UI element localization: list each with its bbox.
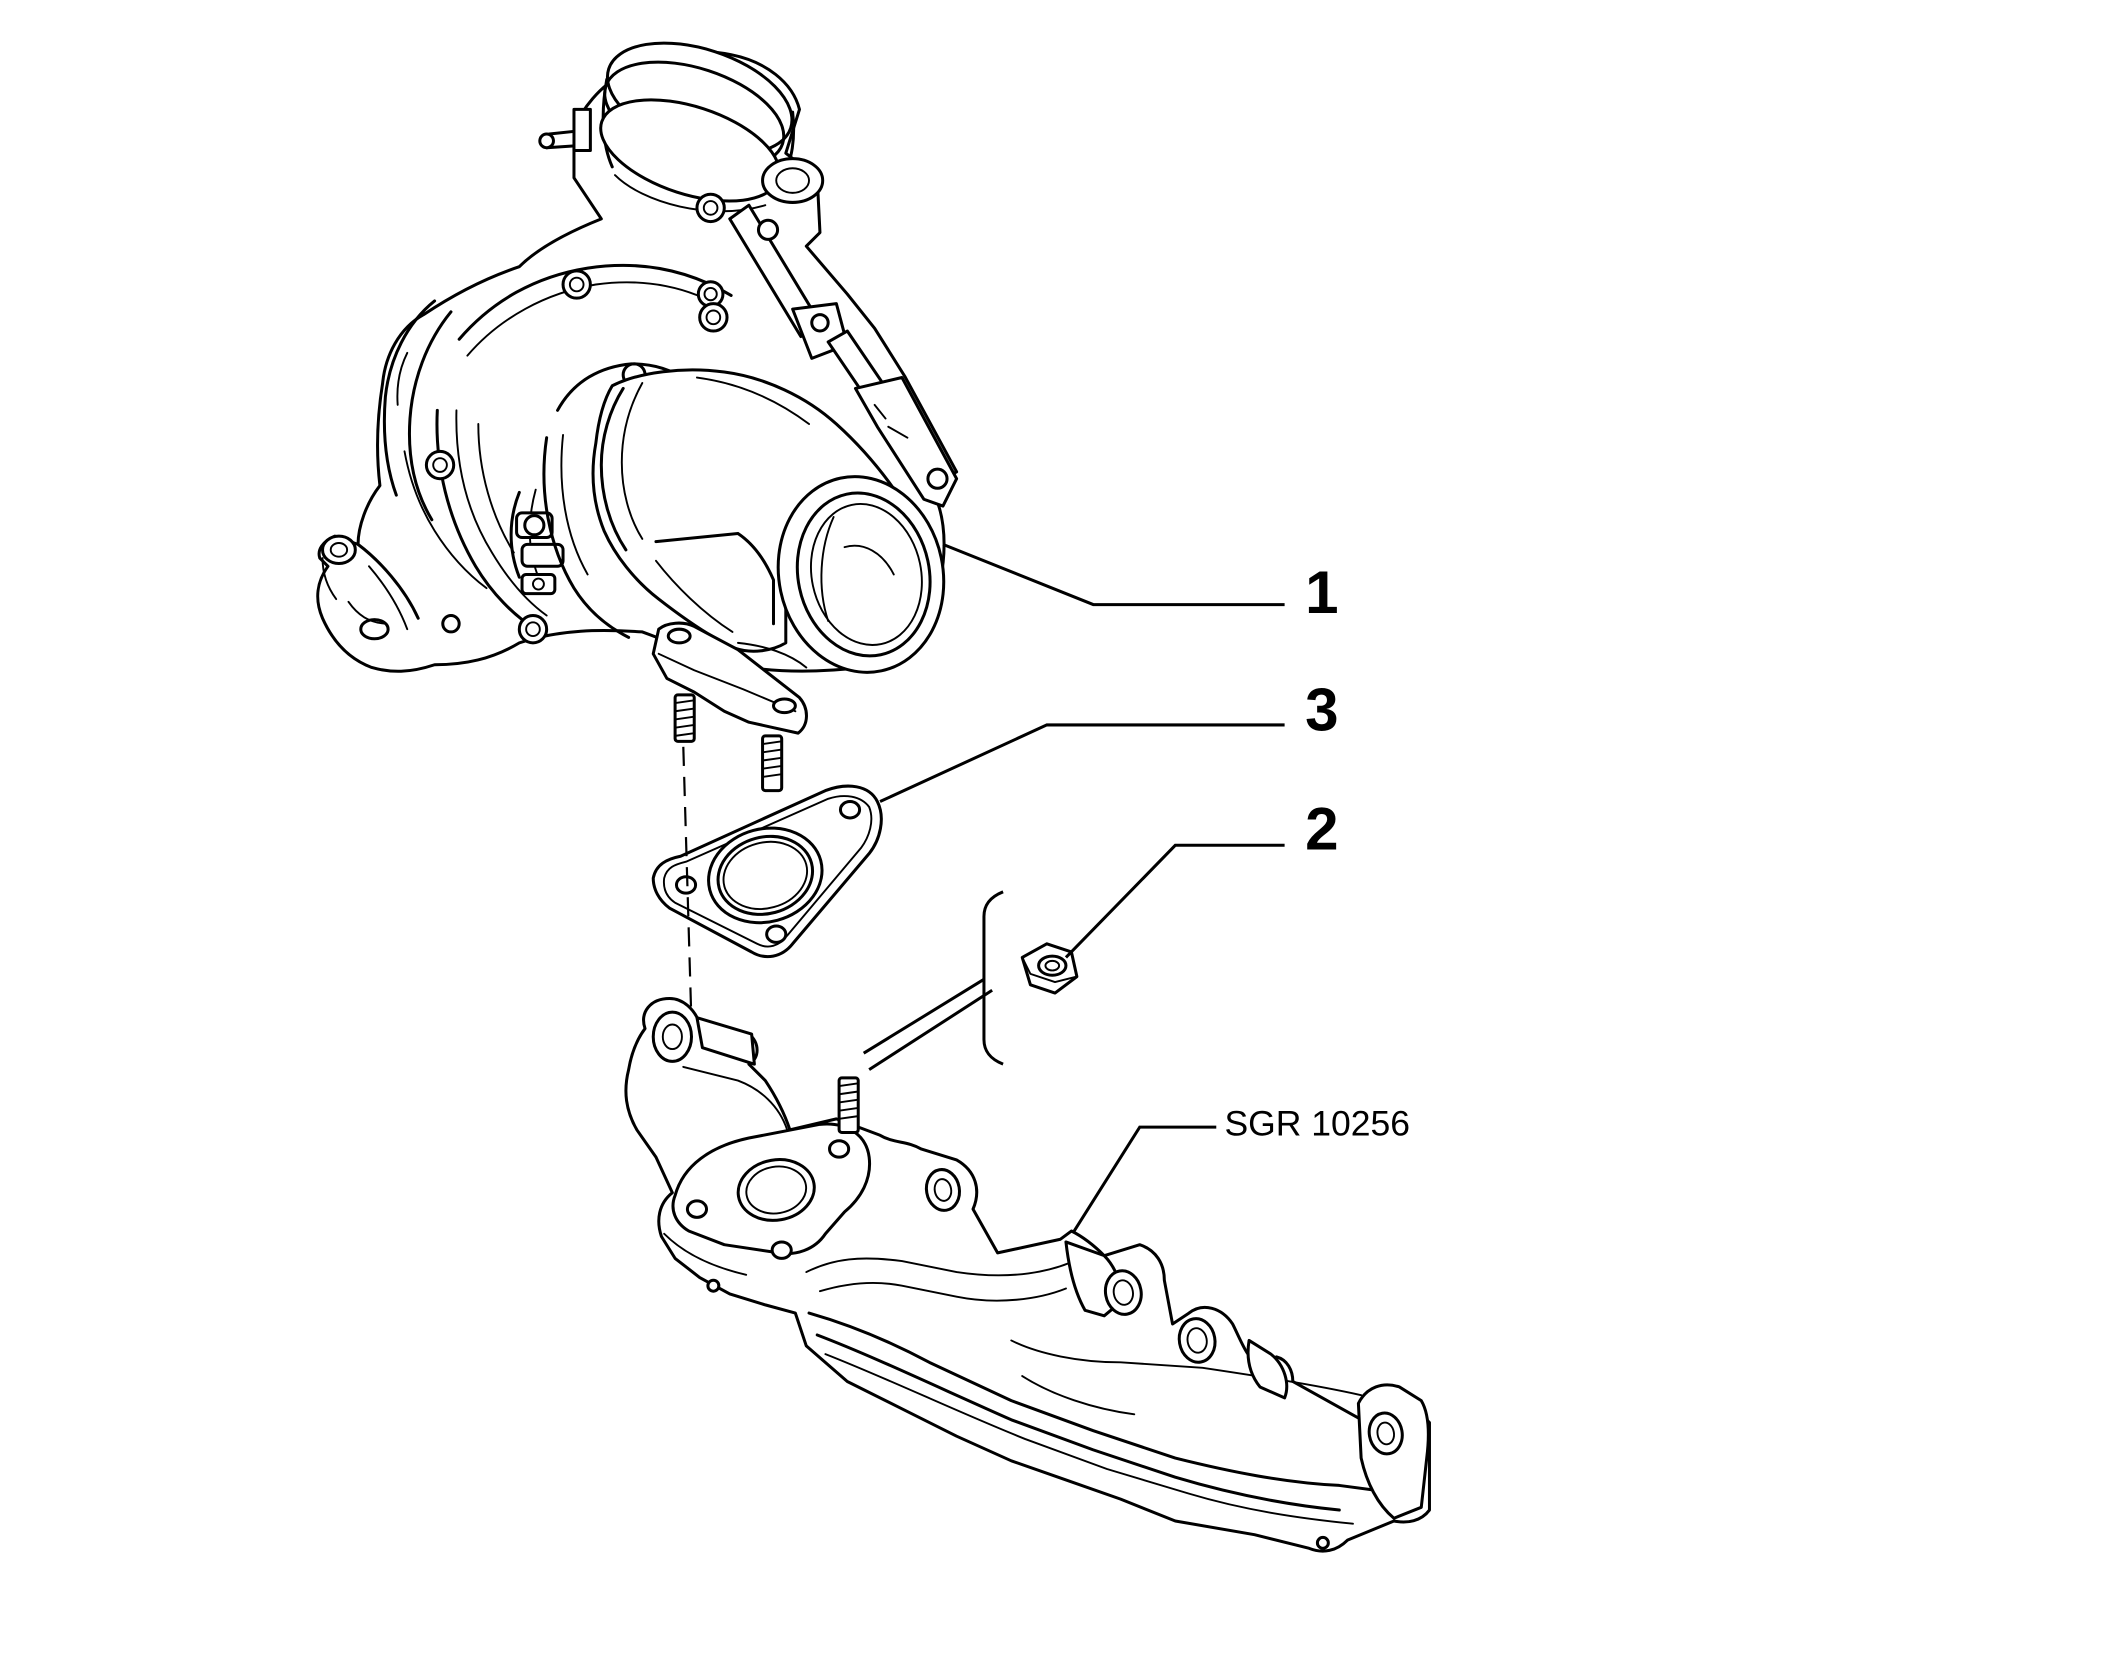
leader-lines <box>879 542 1285 1232</box>
reference-code: SGR 10256 <box>1224 1103 1410 1143</box>
turbine-studs <box>673 693 784 793</box>
turbocharger <box>316 41 959 793</box>
callout-2: 2 <box>1305 795 1338 862</box>
fastener-bracket <box>862 890 1004 1071</box>
exhaust-manifold <box>624 996 1431 1553</box>
callout-1: 1 <box>1305 559 1338 626</box>
turbine-flange <box>651 621 808 735</box>
callout-3: 3 <box>1305 676 1338 743</box>
housing-bolts <box>424 269 729 645</box>
v-band-clamp <box>509 488 565 596</box>
flange-nut <box>1020 942 1079 995</box>
alignment-line <box>682 746 699 1210</box>
turbo-flange-gasket <box>651 784 883 959</box>
wastegate-actuator <box>538 41 959 508</box>
